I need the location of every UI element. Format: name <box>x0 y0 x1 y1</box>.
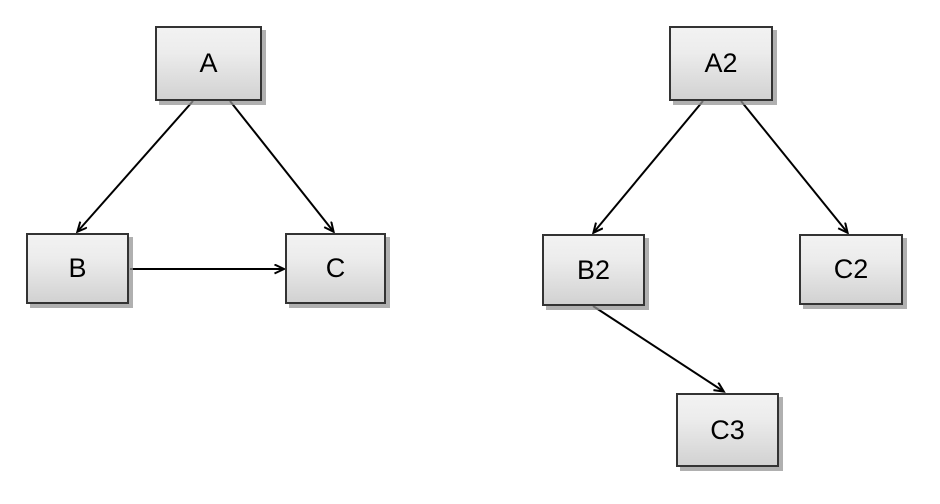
edges-group <box>78 100 847 391</box>
node-a2[interactable]: A2 <box>669 26 773 101</box>
node-label: A2 <box>704 48 738 78</box>
node-label: C <box>325 253 346 283</box>
node-label: B <box>68 253 87 283</box>
node-b[interactable]: B <box>26 233 129 304</box>
node-b2[interactable]: B2 <box>542 234 645 306</box>
edge-b2-to-c3[interactable] <box>592 305 723 391</box>
node-c3[interactable]: C3 <box>676 393 779 467</box>
node-label: C3 <box>710 414 745 445</box>
edge-a-to-c[interactable] <box>229 100 333 231</box>
node-c[interactable]: C <box>285 233 386 304</box>
node-label: C2 <box>833 254 869 284</box>
edge-a-to-b[interactable] <box>78 100 194 231</box>
node-label: B2 <box>576 254 611 285</box>
edge-a2-to-c2[interactable] <box>740 100 847 232</box>
node-c2[interactable]: C2 <box>799 234 903 305</box>
node-label: A <box>199 48 218 78</box>
node-a[interactable]: A <box>155 26 262 101</box>
edge-a2-to-b2[interactable] <box>594 100 704 232</box>
